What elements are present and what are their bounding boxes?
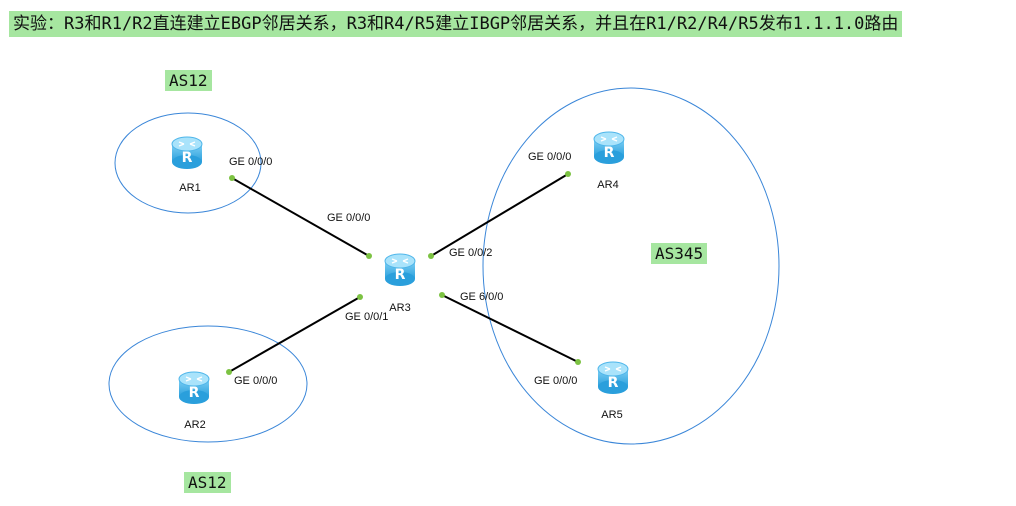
port-dot-ar1 (229, 175, 235, 181)
router-icon[interactable] (593, 131, 625, 165)
router-name-ar5: AR5 (601, 409, 622, 421)
as345-boundary (482, 87, 780, 445)
router-icon[interactable] (171, 136, 203, 170)
router-icon[interactable] (597, 361, 629, 395)
port-dot-ar3-g000 (366, 253, 372, 259)
link-ar3-ar5 (441, 294, 579, 363)
as12-bottom-boundary (108, 325, 308, 443)
port-label-ar2: GE 0/0/0 (234, 375, 277, 387)
port-label-ar3-ar1: GE 0/0/0 (327, 212, 370, 224)
router-name-ar1: AR1 (179, 182, 200, 194)
port-label-ar1: GE 0/0/0 (229, 156, 272, 168)
experiment-title: 实验：R3和R1/R2直连建立EBGP邻居关系，R3和R4/R5建立IBGP邻居… (9, 11, 903, 37)
router-name-ar2: AR2 (184, 419, 205, 431)
port-label-ar3-ar4: GE 0/0/2 (449, 247, 492, 259)
port-dot-ar3-g002 (428, 253, 434, 259)
link-ar3-ar4 (430, 173, 569, 257)
port-label-ar3-ar5: GE 6/0/0 (460, 291, 503, 303)
link-ar1-ar3 (231, 177, 370, 257)
router-name-ar4: AR4 (597, 179, 618, 191)
port-label-ar5: GE 0/0/0 (534, 375, 577, 387)
as-label-bottom: AS12 (184, 472, 231, 493)
link-ar2-ar3 (228, 296, 361, 373)
router-icon[interactable] (178, 371, 210, 405)
port-dot-ar4 (565, 171, 571, 177)
port-label-ar4: GE 0/0/0 (528, 151, 571, 163)
port-dot-ar2 (226, 369, 232, 375)
as-label-right: AS345 (651, 243, 708, 264)
router-name-ar3: AR3 (389, 302, 410, 314)
port-label-ar3-ar2: GE 0/0/1 (345, 311, 388, 323)
port-dot-ar3-g001 (357, 294, 363, 300)
as-label-top: AS12 (165, 70, 212, 91)
port-dot-ar3-g600 (439, 292, 445, 298)
as12-top-boundary (114, 112, 262, 214)
router-icon[interactable] (384, 253, 416, 287)
port-dot-ar5 (575, 359, 581, 365)
